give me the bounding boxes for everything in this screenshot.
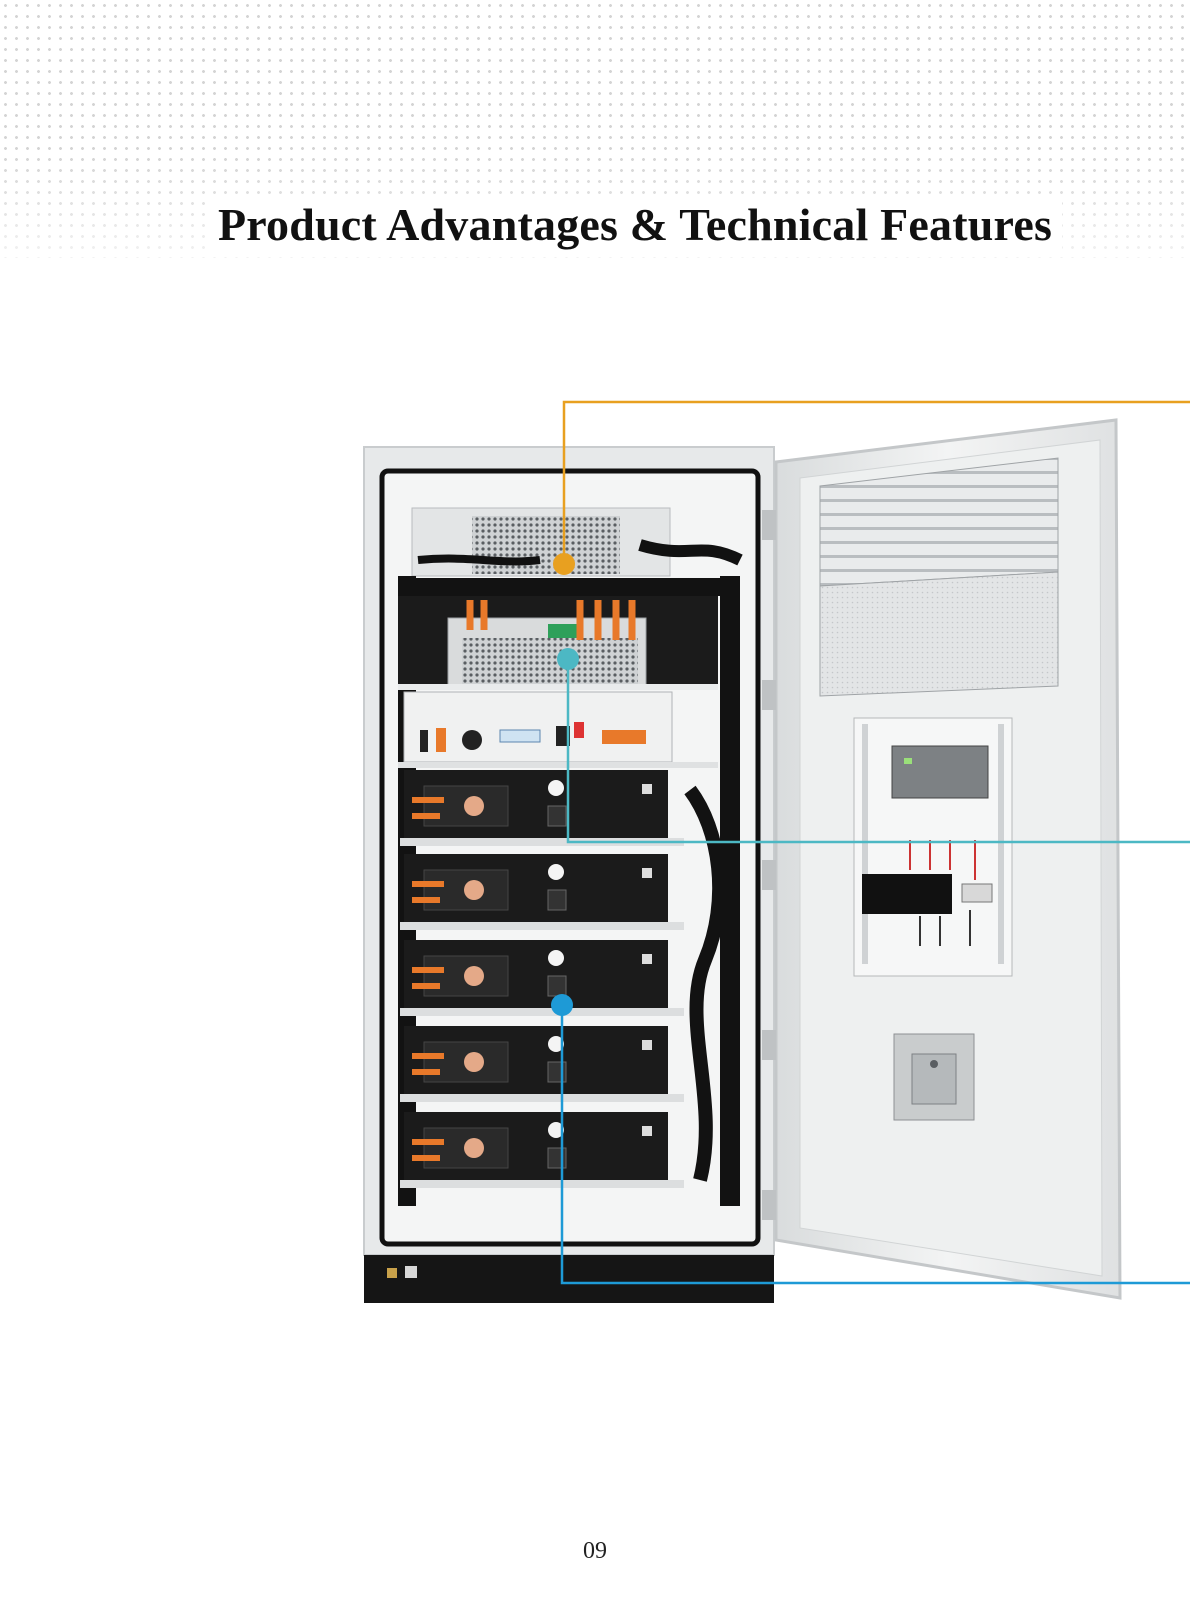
- callout-line-blue: [560, 1006, 1190, 1285]
- fan-unit: [411, 507, 743, 577]
- battery-module: [400, 940, 684, 1016]
- callout-line-teal: [566, 662, 1190, 844]
- door-document-holder: [893, 1033, 975, 1121]
- high-voltage-box: [398, 600, 718, 690]
- callout-dot-teal-icon: [557, 648, 579, 670]
- page-number: 09: [583, 1538, 607, 1564]
- battery-module: [400, 1112, 684, 1188]
- control-panel: [398, 691, 718, 768]
- battery-modules: [400, 770, 727, 1188]
- callout-lines: [551, 400, 1190, 1285]
- battery-module: [400, 770, 684, 846]
- callout-line-orange: [562, 400, 1190, 568]
- callout-dot-orange-icon: [553, 553, 575, 575]
- cabinet-door: [762, 418, 1122, 1300]
- page-title: Product Advantages & Technical Features: [0, 198, 1190, 251]
- battery-module: [400, 854, 684, 930]
- door-louver-vent: [819, 457, 1059, 697]
- door-controller-panel: [853, 717, 1013, 977]
- callout-dot-blue-icon: [551, 994, 573, 1016]
- battery-module: [400, 1026, 684, 1102]
